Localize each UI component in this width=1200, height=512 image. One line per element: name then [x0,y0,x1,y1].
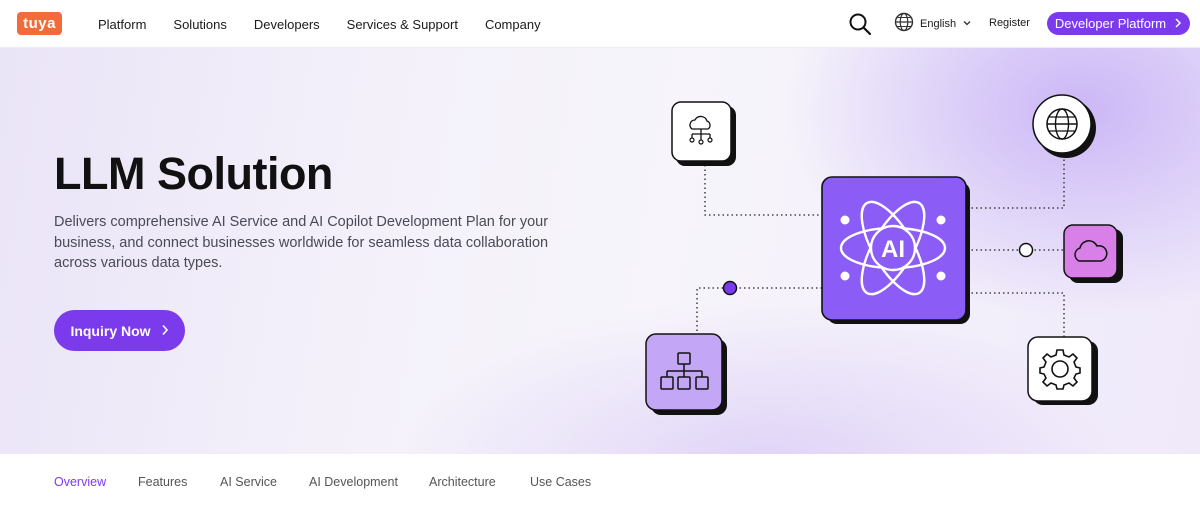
tab-architecture[interactable]: Architecture [429,475,496,489]
nav-developers[interactable]: Developers [253,16,320,32]
nav-solutions[interactable]: Solutions [173,16,227,32]
section-tabs: Overview Features AI Service AI Developm… [0,454,1200,512]
atom-icon: AI [821,176,970,324]
top-navigation: tuya Platform Solutions Developers Servi… [0,0,1200,48]
search-icon[interactable] [848,12,872,36]
gear-icon [1027,336,1098,405]
cloud-icon [1063,224,1123,283]
hierarchy-icon [645,333,727,415]
ai-label: AI [881,236,905,263]
chevron-down-icon [962,15,972,33]
developer-platform-button[interactable]: Developer Platform [1047,12,1190,35]
nav-company[interactable]: Company [484,16,541,32]
tab-ai-development[interactable]: AI Development [309,475,398,489]
tab-ai-service[interactable]: AI Service [220,475,277,489]
nav-services-support[interactable]: Services & Support [346,16,458,32]
globe-icon [1032,94,1096,158]
developer-platform-label: Developer Platform [1054,16,1167,31]
register-link[interactable]: Register [989,17,1030,29]
globe-icon [894,12,914,37]
tab-features[interactable]: Features [138,475,188,489]
tuya-logo[interactable]: tuya [17,12,62,35]
language-selector[interactable]: English [894,12,972,36]
language-label: English [920,18,957,30]
connector-dot [722,280,738,296]
cloud-network-icon [671,101,736,166]
connector-dot [1018,242,1034,258]
main-nav: Platform Solutions Developers Services &… [98,0,568,48]
hero-description: Delivers comprehensive AI Service and AI… [54,214,549,271]
chevron-right-icon [1174,17,1182,31]
chevron-right-icon [161,323,169,339]
tab-overview[interactable]: Overview [54,475,107,489]
nav-platform[interactable]: Platform [98,16,147,32]
inquiry-now-button[interactable]: Inquiry Now [54,310,185,351]
inquiry-now-label: Inquiry Now [70,322,151,339]
ai-diagram: AI [645,94,1123,415]
hero-section: LLM Solution Delivers comprehensive AI S… [0,48,1200,454]
tab-use-cases[interactable]: Use Cases [530,475,592,489]
page-title: LLM Solution [54,148,333,199]
